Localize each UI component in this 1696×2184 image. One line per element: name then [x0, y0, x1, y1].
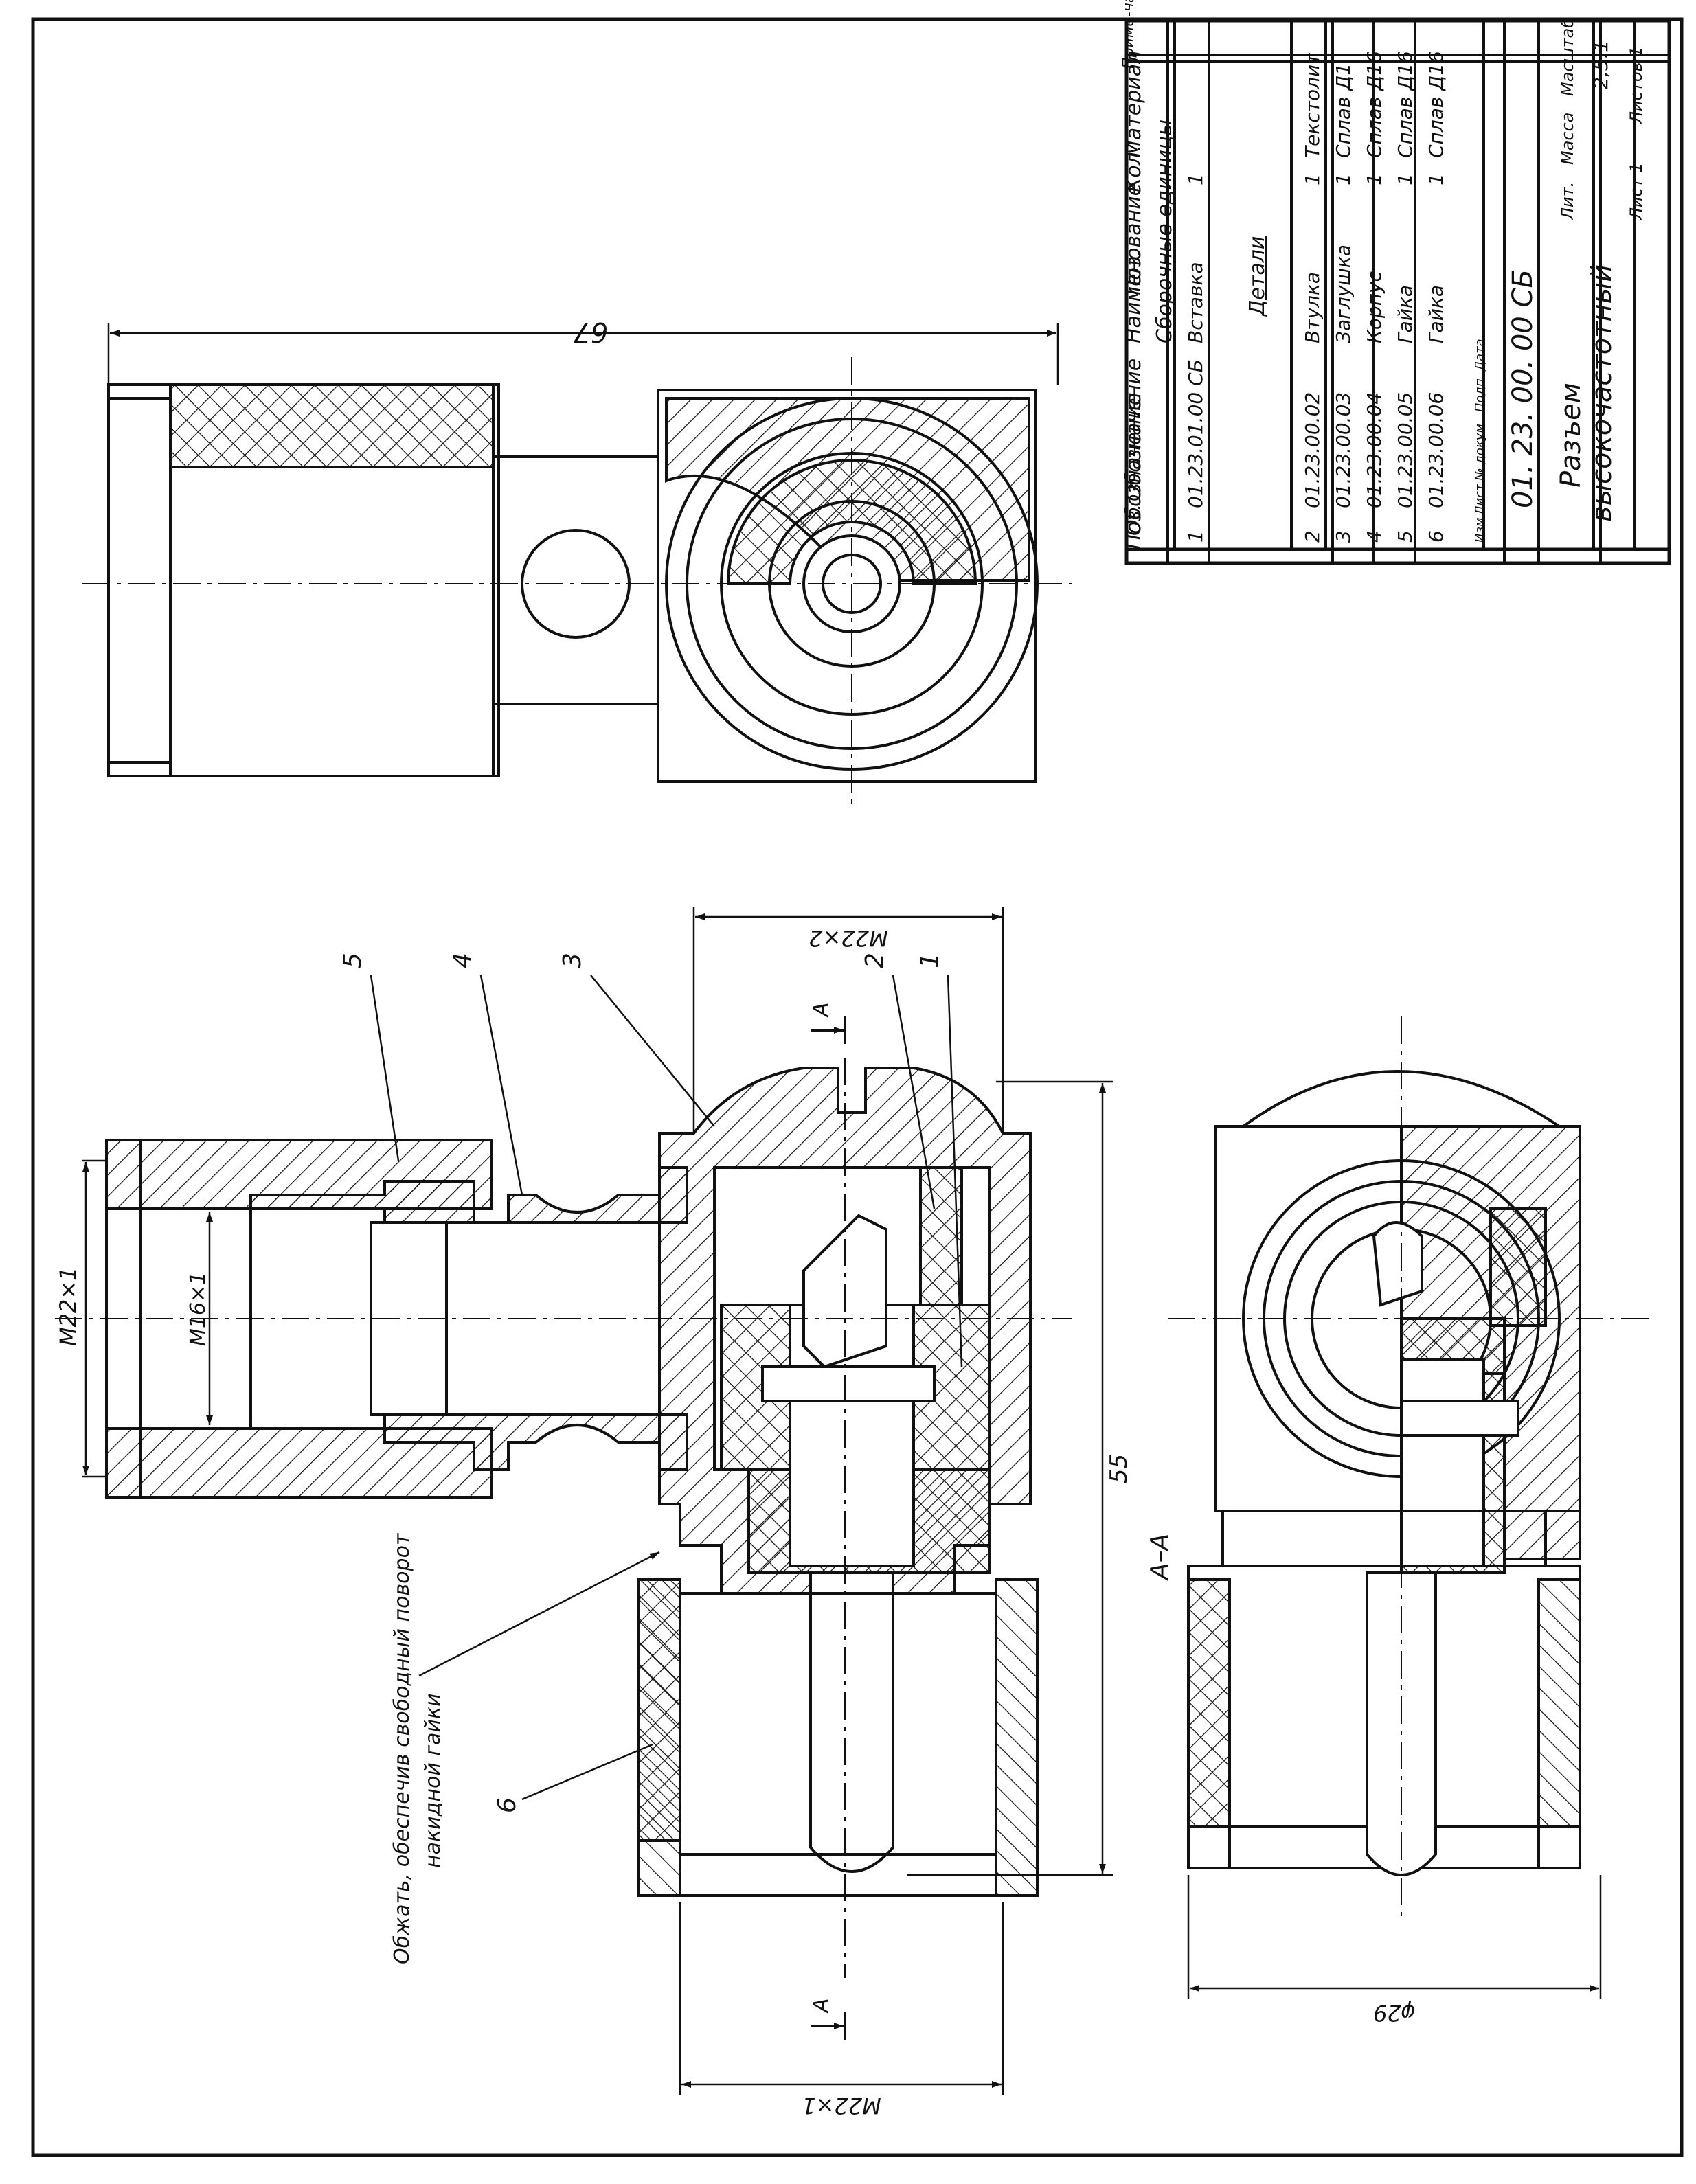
stamp-col: № докум.: [1473, 420, 1487, 481]
section-parts: Детали: [1245, 236, 1269, 317]
part-name: Заглушка: [1332, 244, 1355, 343]
asm-pos: 1: [1184, 530, 1207, 543]
part-pos: 3: [1332, 530, 1355, 543]
callout-2: 2: [861, 953, 889, 968]
part-name: Втулка: [1301, 272, 1324, 343]
callout-3: 3: [558, 953, 587, 968]
part-material: Текстолит: [1301, 53, 1324, 158]
title-name-2: высокочастотный: [1586, 264, 1618, 522]
part-name: Гайка: [1394, 285, 1416, 343]
note-line1: Обжать, обеспечив свободный поворот: [390, 1532, 414, 1964]
hdr-scale: Масштаб: [1558, 18, 1577, 96]
callout-5: 5: [339, 953, 367, 968]
part-qty: 1: [1425, 173, 1447, 185]
part-pos: 6: [1425, 530, 1447, 543]
stamp-cols: Изм Лист № докум. Подп. Дата: [1473, 339, 1487, 543]
sheet-no: Лист 1: [1627, 162, 1646, 220]
stamp-col: Лист: [1473, 484, 1487, 516]
dim-55: 55: [1105, 1454, 1133, 1483]
dim-67: 67: [573, 316, 608, 348]
asm-name: Вставка: [1184, 262, 1207, 343]
section-assembly: Сборочные единицы: [1153, 120, 1177, 343]
title-name-1: Разъем: [1555, 383, 1587, 488]
scale-value: 2,5:1: [1590, 40, 1612, 89]
part-code: 01.23.00.03: [1332, 392, 1355, 508]
section-label: A–A: [1146, 1534, 1174, 1581]
hdr-mass: Масса: [1558, 112, 1577, 165]
note-line2: накидной гайки: [421, 1693, 445, 1868]
part-code: 01.23.00.06: [1425, 392, 1447, 508]
dim-m22x2: M22×2: [809, 925, 888, 951]
part-pos: 2: [1301, 530, 1324, 543]
part-qty: 1: [1301, 173, 1324, 185]
dim-m22x1-bottom: M22×1: [802, 2093, 881, 2119]
stamp-col: Подп.: [1473, 375, 1487, 412]
part-code: 01.23.00.02: [1301, 392, 1324, 508]
hdr-lit: Лит.: [1558, 182, 1577, 220]
dim-m16x1: M16×1: [186, 1272, 210, 1346]
asm-code: 01.23.01.00 СБ: [1184, 359, 1207, 508]
designation: 01. 23. 00. 00 СБ: [1507, 269, 1539, 508]
asm-qty: 1: [1184, 173, 1207, 185]
part-material: Сплав Д1: [1332, 63, 1355, 158]
part-material: Сплав Д16: [1425, 51, 1447, 158]
part-qty: 1: [1332, 173, 1355, 185]
part-code: 01.23.00.05: [1394, 392, 1416, 508]
sheets-total: Листов 1: [1627, 46, 1646, 124]
stamp-col: Изм: [1473, 517, 1487, 543]
spec-rotated: Поз. Обозначение Наименование Кол. Матер…: [1120, 0, 1447, 549]
callout-4: 4: [449, 953, 477, 968]
top-view: 67: [82, 316, 1072, 810]
part-name: Гайка: [1425, 285, 1447, 343]
callout-6: 6: [493, 1797, 521, 1813]
stamp-col: Дата: [1473, 339, 1487, 372]
section-marker-bottom: A: [809, 1998, 833, 2014]
part-pos: 5: [1394, 530, 1416, 543]
section-aa-view: A–A φ29: [1146, 1016, 1649, 2026]
title-text: 01. 23. 00. 00 СБ Разъем высокочастотный…: [1507, 18, 1646, 522]
callout-1: 1: [916, 953, 944, 968]
part-qty: 1: [1394, 173, 1416, 185]
dim-phi29: φ29: [1373, 2000, 1416, 2026]
dim-m22x1-left: M22×1: [55, 1267, 81, 1347]
hdr-note: Приме-чание: [1120, 0, 1138, 69]
sheet-frame: [31, 17, 1684, 2157]
main-section-view: M22×2 55 M22×1 M16×1 M22×1 A A 5 4 3 2 1: [55, 907, 1133, 2119]
section-marker-top: A: [809, 1002, 833, 1018]
part-material: Сплав Д16: [1394, 51, 1416, 158]
title-block: [1124, 19, 1671, 565]
